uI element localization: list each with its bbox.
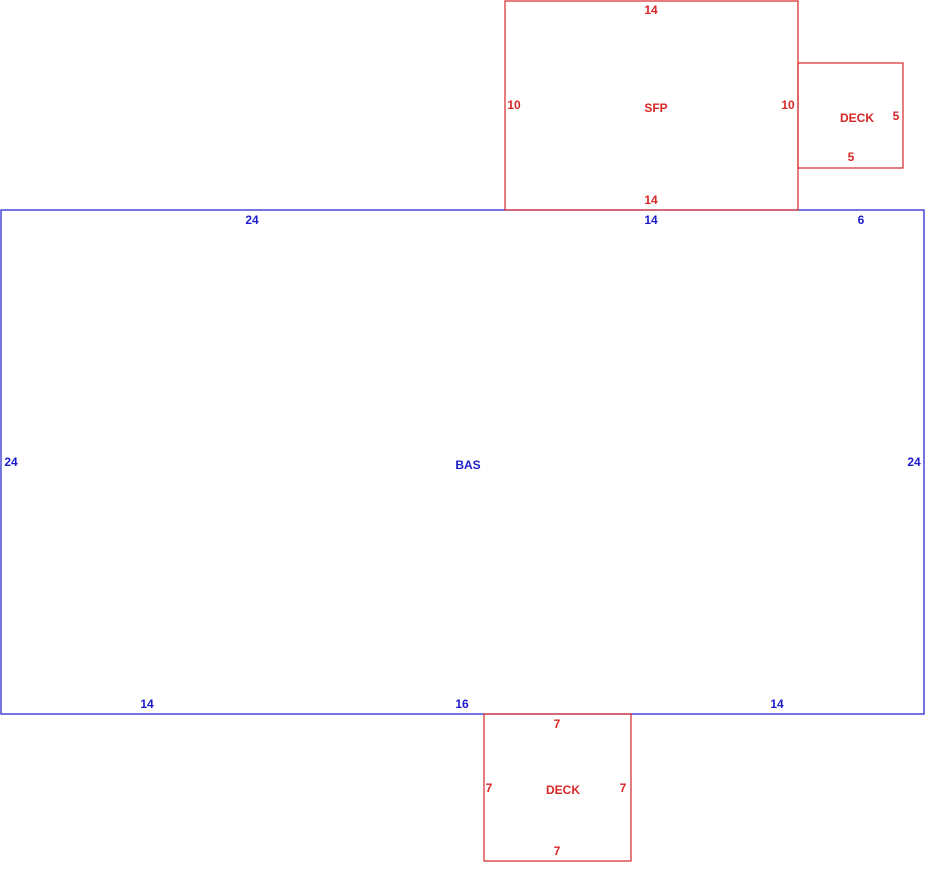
deck-bottom-bottom-dimension: 7 [554, 844, 561, 858]
bas-outline [0, 209, 925, 715]
bas-left-dimension: 24 [4, 455, 18, 469]
deck-right-side-dimension: 5 [893, 109, 900, 123]
deck-bottom-outline [483, 713, 632, 862]
deck-bottom-top-dimension: 7 [554, 717, 561, 731]
bas-top-middle-dimension: 14 [644, 213, 658, 227]
sfp-label: SFP [644, 101, 667, 115]
deck-right-label: DECK [840, 111, 874, 125]
sfp-left-dimension: 10 [507, 98, 521, 112]
bas-bottom-left-dimension: 14 [140, 697, 154, 711]
bas-right-dimension: 24 [907, 455, 921, 469]
deck-bottom-label: DECK [546, 783, 580, 797]
bas-bottom-right-dimension: 14 [770, 697, 784, 711]
sfp-right-dimension: 10 [781, 98, 795, 112]
bas-bottom-middle-dimension: 16 [455, 697, 469, 711]
deck-bottom-right-dimension: 7 [620, 781, 627, 795]
deck-right-outline [797, 62, 904, 169]
sfp-top-dimension: 14 [644, 3, 658, 17]
bas-top-left-dimension: 24 [245, 213, 259, 227]
bas-top-right-dimension: 6 [858, 213, 865, 227]
bas-label: BAS [455, 458, 480, 472]
deck-right-bottom-dimension: 5 [848, 150, 855, 164]
deck-bottom-left-dimension: 7 [486, 781, 493, 795]
sfp-bottom-dimension: 14 [644, 193, 658, 207]
